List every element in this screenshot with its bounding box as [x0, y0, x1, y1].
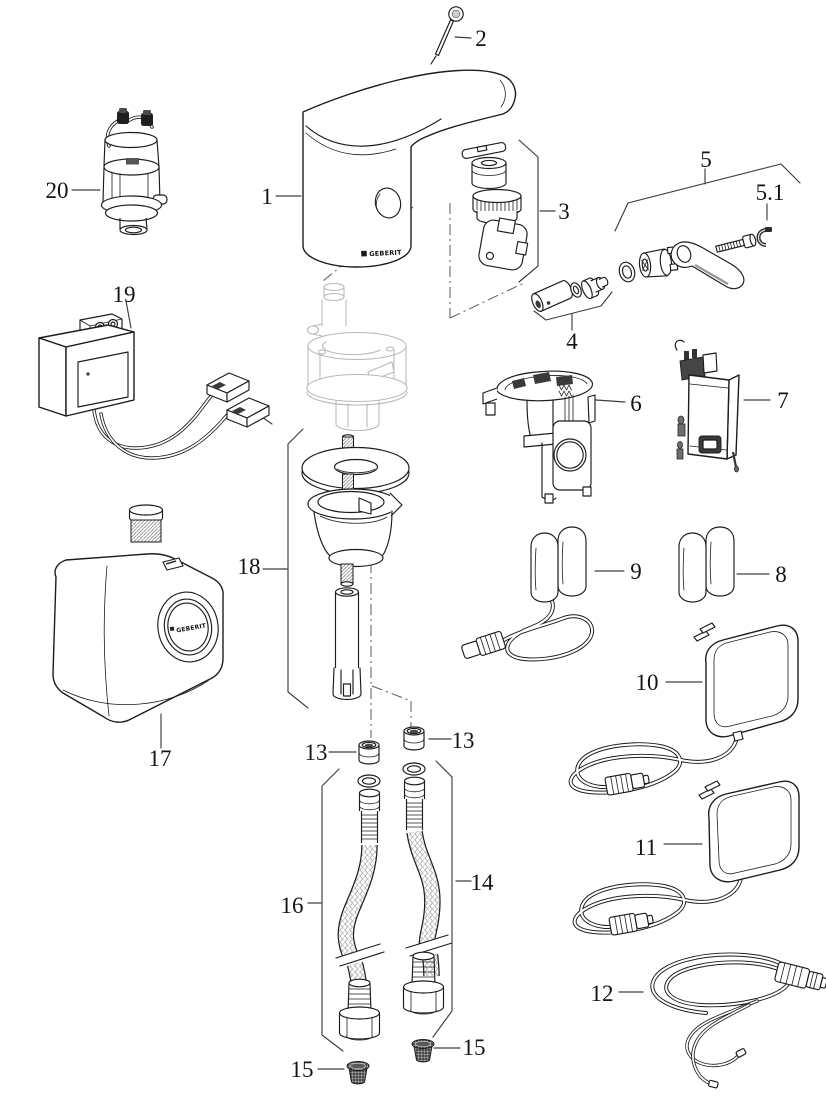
leader-19: [125, 300, 132, 329]
part-15-filter-right: [411, 1039, 435, 1063]
part-14-flexible-hose: [402, 762, 453, 1015]
aerator-ribs: [476, 198, 518, 216]
part-15-filter-left: [346, 1061, 370, 1085]
part-6-mounting-bracket: [482, 370, 596, 504]
callout-5: 5: [700, 147, 712, 172]
part-9-battery-with-cable: [461, 526, 594, 662]
callout-3: 3: [558, 199, 570, 224]
handle-screw: [715, 233, 757, 253]
callout-2: 2: [475, 26, 487, 51]
callout-1: 1: [261, 184, 273, 209]
faucet-brand-logo: GEBERIT: [361, 248, 402, 258]
leader-2: [454, 36, 472, 39]
callout-15b: 15: [463, 1035, 486, 1060]
leader-6: [595, 399, 626, 403]
bracket-4: [533, 291, 613, 321]
part-8-battery-pack: [678, 526, 735, 603]
cable-connector-b: [226, 397, 270, 428]
callout-labels: 2 1 3 4 5 5.1 20 19 6 7 18 9 8 17 10 13 …: [46, 26, 789, 1082]
part-5-handle-assembly: [618, 227, 772, 290]
callout-11: 11: [635, 835, 657, 860]
sensor-window: [374, 187, 402, 219]
callout-13b: 13: [452, 728, 475, 753]
cable-plug: [774, 961, 826, 991]
bracket-16: [321, 768, 344, 1052]
part-7-electronics-module: [674, 339, 740, 473]
callout-12: 12: [591, 981, 614, 1006]
callout-8: 8: [775, 562, 787, 587]
part-4-spindle-set: [531, 276, 609, 312]
callout-4: 4: [566, 329, 578, 354]
part-19-power-supply: [38, 313, 270, 460]
function-box-dial: GEBERIT: [157, 591, 219, 663]
callout-16: 16: [281, 893, 304, 918]
part-5-1-clip: [756, 227, 772, 247]
bracket-14: [432, 760, 453, 1038]
part-18-fastening-set: [301, 434, 410, 701]
callout-6: 6: [630, 391, 642, 416]
callout-9: 9: [630, 559, 642, 584]
cartridge: [638, 246, 679, 278]
faucet-brand-text: GEBERIT: [369, 248, 402, 258]
callout-17: 17: [149, 746, 172, 771]
bracket-3: [518, 139, 539, 283]
part-16-flexible-hose: [335, 774, 385, 1041]
callout-20: 20: [46, 178, 69, 203]
part-10-power-adapter: [568, 622, 799, 796]
part-3-aerator-assembly: [461, 142, 529, 271]
part-1-faucet-body: GEBERIT: [302, 69, 517, 268]
battery-plug: [461, 630, 506, 659]
part-13-nut-left: [358, 740, 380, 765]
callout-13a: 13: [305, 740, 328, 765]
callout-18: 18: [238, 554, 261, 579]
callout-14: 14: [471, 870, 495, 895]
bracket-18: [287, 428, 309, 709]
callout-7: 7: [777, 388, 789, 413]
cable-connector-a: [206, 372, 250, 403]
part-2-securing-pin: [430, 6, 464, 65]
callout-19: 19: [113, 282, 136, 307]
part-11-power-adapter: [572, 780, 800, 936]
part-12-connection-cable: [650, 952, 826, 1089]
part-20-solenoid-valve: [100, 108, 168, 236]
callout-15a: 15: [291, 1057, 314, 1082]
part-13-nut-right: [403, 726, 425, 751]
callout-5-1: 5.1: [756, 180, 785, 205]
part-17-function-box: GEBERIT: [52, 504, 224, 723]
leader-lines: [71, 36, 801, 1070]
ghost-base-housing: [306, 282, 408, 432]
callout-10: 10: [636, 670, 659, 695]
